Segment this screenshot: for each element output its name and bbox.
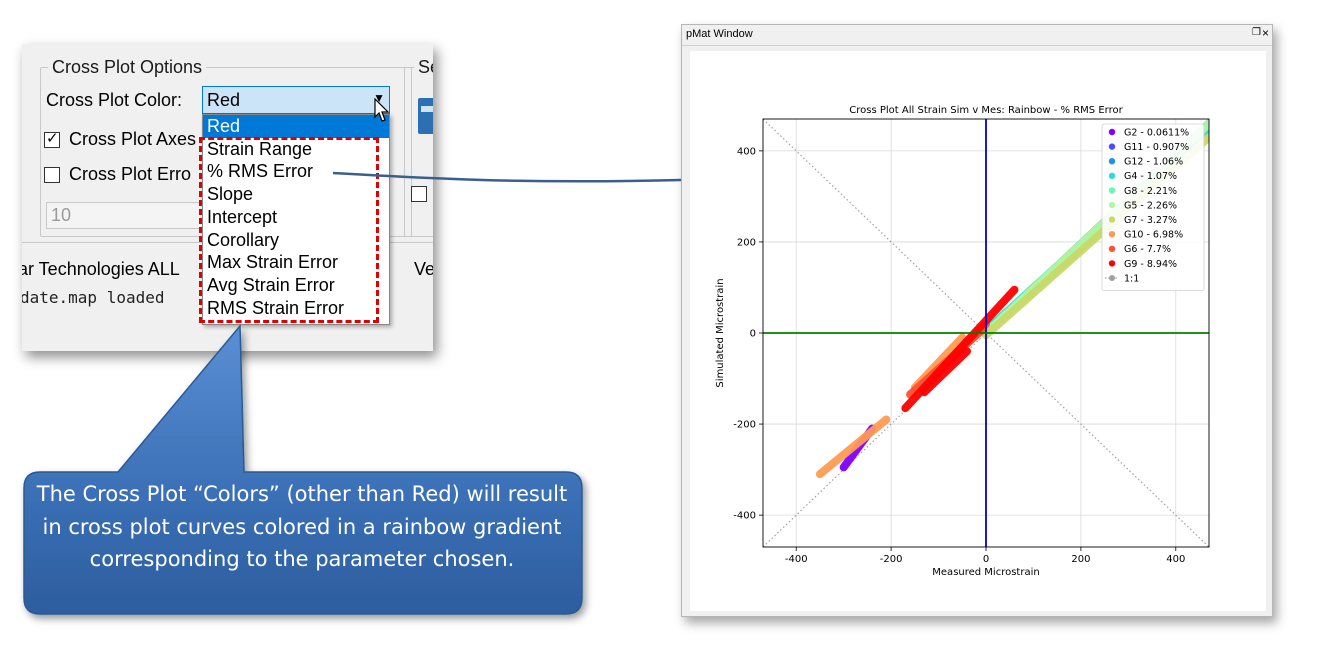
- y-tick-label: -400: [733, 511, 756, 522]
- y-axis-label: Simulated Microstrain: [715, 278, 726, 387]
- legend-label: G8 - 2.21%: [1124, 186, 1177, 197]
- x-tick-label: 400: [1166, 554, 1185, 565]
- log-line: date.map loaded: [22, 288, 165, 307]
- legend-marker: [1108, 216, 1116, 223]
- y-tick-label: 0: [750, 329, 756, 340]
- cross-plot-error-label: Cross Plot Erro: [69, 164, 192, 184]
- window-title: pMat Window: [686, 28, 753, 40]
- callout-text: The Cross Plot “Colors” (other than Red)…: [36, 482, 568, 571]
- chevron-down-icon[interactable]: ▼: [373, 91, 385, 105]
- legend-label: G12 - 1.06%: [1124, 157, 1183, 168]
- combobox-value: Red: [207, 90, 241, 110]
- x-tick-label: 200: [1071, 554, 1090, 565]
- legend-label: G6 - 7.7%: [1124, 244, 1171, 255]
- plot-figure: -400 -200 0 200 400 -400 -200 0 200 400 Cross Plot…: [690, 51, 1266, 611]
- dropdown-item[interactable]: Strain Range: [207, 138, 313, 159]
- legend-marker: [1108, 143, 1116, 150]
- restore-icon[interactable]: ❐: [1252, 27, 1261, 38]
- chart-title: Cross Plot All Strain Sim v Mes: Rainbow…: [849, 105, 1123, 116]
- cross-plot-color-combobox[interactable]: Red ▼: [202, 86, 390, 114]
- x-tick-label: 0: [983, 554, 989, 565]
- save-icon[interactable]: [418, 98, 433, 134]
- legend-box: [1101, 123, 1205, 292]
- dropdown-item[interactable]: Red: [203, 115, 389, 138]
- series-points: [815, 415, 891, 479]
- secondary-options-group: [404, 67, 433, 237]
- legend-marker: [1108, 158, 1116, 165]
- group-title: Cross Plot Options: [48, 57, 207, 78]
- cross-plot-axes-checkbox[interactable]: ✓: [44, 130, 60, 148]
- legend-label: G4 - 1.07%: [1124, 171, 1177, 182]
- dropdown-item[interactable]: RMS Strain Error: [207, 297, 345, 318]
- dropdown-item[interactable]: Corollary: [207, 229, 280, 250]
- legend-marker: [1108, 187, 1116, 194]
- legend-label: G9 - 8.94%: [1124, 259, 1177, 270]
- cross-plot-error-checkbox[interactable]: [44, 167, 60, 183]
- y-tick-label: 200: [737, 237, 756, 248]
- legend-marker: [1108, 201, 1116, 209]
- highlight-dashed-box: [199, 137, 379, 323]
- dropdown-item[interactable]: Slope: [207, 184, 254, 205]
- group2-title: Se: [414, 57, 433, 78]
- legend-label: G10 - 6.98%: [1124, 230, 1183, 241]
- status-version-text: Ve: [414, 259, 433, 279]
- number-value: 10: [51, 205, 72, 225]
- series-points: [920, 347, 972, 397]
- number-input[interactable]: 10: [46, 202, 210, 229]
- x-tick-label: -400: [785, 554, 808, 565]
- x-tick-label: -200: [880, 554, 903, 565]
- legend-marker: [1108, 128, 1116, 136]
- legend-label: G7 - 3.27%: [1124, 215, 1177, 226]
- legend-marker: [1108, 231, 1116, 238]
- mouse-cursor-icon: [374, 98, 390, 122]
- legend-label: G5 - 2.26%: [1124, 200, 1177, 211]
- dropdown-item[interactable]: Intercept: [207, 206, 278, 227]
- legend-label: 1:1: [1124, 273, 1139, 284]
- legend-marker: [1108, 260, 1116, 267]
- cross-plot-axes-label: Cross Plot Axes: [69, 129, 197, 149]
- dropdown-item[interactable]: Max Strain Error: [207, 252, 339, 273]
- pmat-window: pMat Window ❐ × -400 -200 0 200 400 -400 -200 0…: [681, 24, 1273, 617]
- legend-marker: [1108, 172, 1116, 179]
- dropdown-item[interactable]: % RMS Error: [207, 161, 314, 182]
- window-titlebar[interactable]: pMat Window ❐ ×: [682, 25, 1272, 46]
- legend-label: G11 - 0.907%: [1124, 142, 1189, 153]
- checkmark-icon: ✓: [46, 130, 59, 147]
- close-icon[interactable]: ×: [1262, 26, 1270, 40]
- x-axis-label: Measured Microstrain: [932, 567, 1039, 578]
- y-tick-label: -200: [733, 420, 756, 431]
- legend-marker: [1109, 275, 1115, 281]
- secondary-checkbox[interactable]: [411, 186, 427, 202]
- legend-label: G2 - 0.0611%: [1124, 127, 1189, 138]
- legend-marker: [1108, 245, 1116, 252]
- status-company-text: ar Technologies ALL: [22, 259, 180, 279]
- cross-plot-color-label: Cross Plot Color:: [46, 90, 183, 110]
- dropdown-item[interactable]: Avg Strain Error: [207, 274, 335, 295]
- cross-plot-chart: -400 -200 0 200 400 -400 -200 0 200 400 Cross Plot…: [715, 105, 1210, 578]
- y-tick-label: 400: [737, 146, 756, 157]
